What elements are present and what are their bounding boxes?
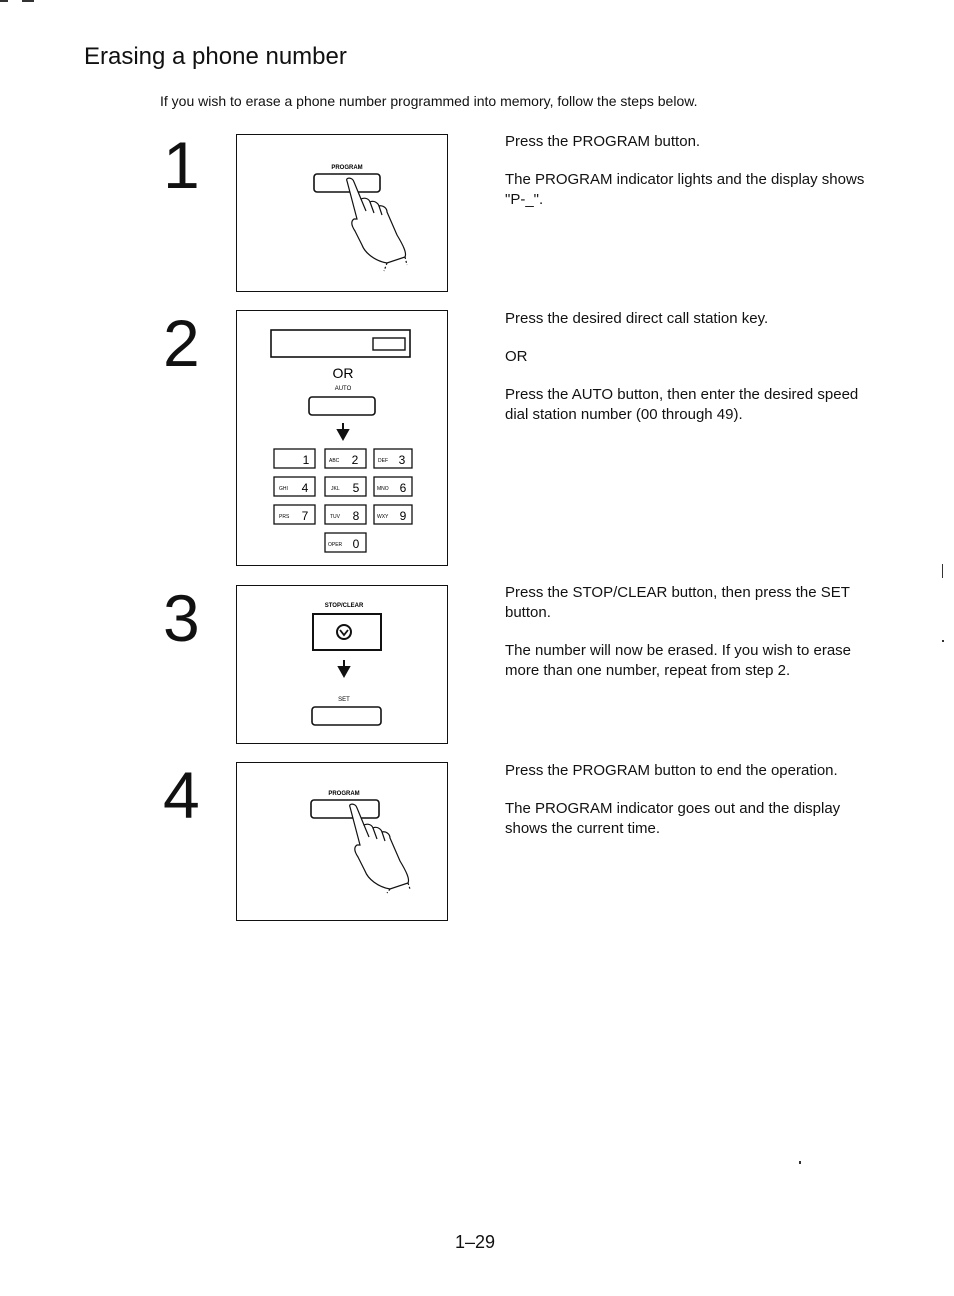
scan-mark xyxy=(22,0,34,2)
step-2-paragraph-2: OR xyxy=(505,348,528,365)
set-label: SET xyxy=(338,697,350,703)
key-7-letters: PRS xyxy=(279,514,290,520)
page-number: 1–29 xyxy=(455,1232,496,1252)
step-2-panel: OR AUTO 1 ABC 2 DEF 3 GHI 4 xyxy=(236,310,448,566)
program-button xyxy=(310,799,380,819)
step-1-text: Press the PROGRAM button. The PROGRAM in… xyxy=(505,132,875,228)
key-8-letters: TUV xyxy=(330,514,341,520)
stop-icon xyxy=(336,624,352,640)
down-arrow-icon xyxy=(336,423,350,442)
key-3-digit: 3 xyxy=(399,453,406,467)
or-label: OR xyxy=(333,365,354,381)
set-button xyxy=(311,706,382,726)
keypad-illustration: OR AUTO 1 ABC 2 DEF 3 GHI 4 xyxy=(270,329,413,553)
key-7-digit: 7 xyxy=(302,509,309,523)
program-button-label: PROGRAM xyxy=(328,791,359,797)
step-3-paragraph-2: The number will now be erased. If you wi… xyxy=(505,642,852,679)
program-button-illustration: PROGRAM xyxy=(310,791,411,894)
key-2-letters: ABC xyxy=(329,458,340,464)
direct-call-station-key xyxy=(372,337,406,351)
step-1-panel: PROGRAM xyxy=(236,134,448,292)
pressing-hand-icon xyxy=(349,803,411,894)
key-4-digit: 4 xyxy=(302,481,309,495)
step-4-paragraph-1: Press the PROGRAM button to end the oper… xyxy=(505,762,838,779)
scan-mark xyxy=(0,0,8,2)
key-7: PRS 7 xyxy=(273,504,316,525)
step-1-number: 1 xyxy=(163,128,200,202)
key-2: ABC 2 xyxy=(324,448,367,469)
stop-clear-label: STOP/CLEAR xyxy=(325,603,364,609)
scan-mark xyxy=(799,1161,801,1164)
key-3-letters: DEF xyxy=(378,458,388,464)
program-button-illustration: PROGRAM xyxy=(313,165,408,272)
down-arrow-icon xyxy=(337,660,351,679)
step-3-text: Press the STOP/CLEAR button, then press … xyxy=(505,583,875,699)
key-1-digit: 1 xyxy=(303,453,310,467)
step-1-paragraph-1: Press the PROGRAM button. xyxy=(505,133,701,150)
step-4-paragraph-2: The PROGRAM indicator goes out and the d… xyxy=(505,800,841,837)
key-5-letters: JKL xyxy=(331,486,340,492)
stop-set-illustration: STOP/CLEAR SET xyxy=(311,603,382,726)
step-4-panel: PROGRAM xyxy=(236,762,448,921)
key-9: WXY 9 xyxy=(373,504,413,525)
key-5: JKL 5 xyxy=(324,476,367,497)
key-6-digit: 6 xyxy=(400,481,407,495)
key-9-letters: WXY xyxy=(377,514,389,520)
step-4-number: 4 xyxy=(163,758,200,832)
key-1: 1 xyxy=(273,448,316,469)
scan-mark xyxy=(942,564,943,578)
key-0: OPER 0 xyxy=(324,532,367,553)
step-1-paragraph-2: The PROGRAM indicator lights and the dis… xyxy=(505,171,865,208)
step-3-paragraph-1: Press the STOP/CLEAR button, then press … xyxy=(505,584,850,621)
key-6: MNO 6 xyxy=(373,476,413,497)
step-2-text: Press the desired direct call station ke… xyxy=(505,309,875,443)
key-3: DEF 3 xyxy=(373,448,413,469)
key-8: TUV 8 xyxy=(324,504,367,525)
step-4-text: Press the PROGRAM button to end the oper… xyxy=(505,761,875,857)
key-2-digit: 2 xyxy=(352,453,359,467)
scan-mark xyxy=(942,640,944,642)
key-0-digit: 0 xyxy=(353,537,360,551)
key-9-digit: 9 xyxy=(400,509,407,523)
step-2-paragraph-1: Press the desired direct call station ke… xyxy=(505,310,769,327)
step-3-panel: STOP/CLEAR SET xyxy=(236,585,448,744)
key-8-digit: 8 xyxy=(353,509,360,523)
step-2-number: 2 xyxy=(163,306,200,380)
program-button-label: PROGRAM xyxy=(331,165,362,171)
keypad-grid: 1 ABC 2 DEF 3 GHI 4 JKL 5 xyxy=(273,448,413,553)
intro-text: If you wish to erase a phone number prog… xyxy=(160,93,698,109)
step-2-paragraph-3: Press the AUTO button, then enter the de… xyxy=(505,386,859,423)
auto-label: AUTO xyxy=(335,386,352,392)
key-4-letters: GHI xyxy=(279,486,288,492)
step-3-number: 3 xyxy=(163,581,200,655)
page-title: Erasing a phone number xyxy=(84,43,347,70)
pressing-hand-icon xyxy=(346,177,408,272)
key-6-letters: MNO xyxy=(377,486,389,492)
auto-button xyxy=(308,396,376,416)
key-4: GHI 4 xyxy=(273,476,316,497)
key-5-digit: 5 xyxy=(353,481,360,495)
key-0-letters: OPER xyxy=(328,542,343,548)
